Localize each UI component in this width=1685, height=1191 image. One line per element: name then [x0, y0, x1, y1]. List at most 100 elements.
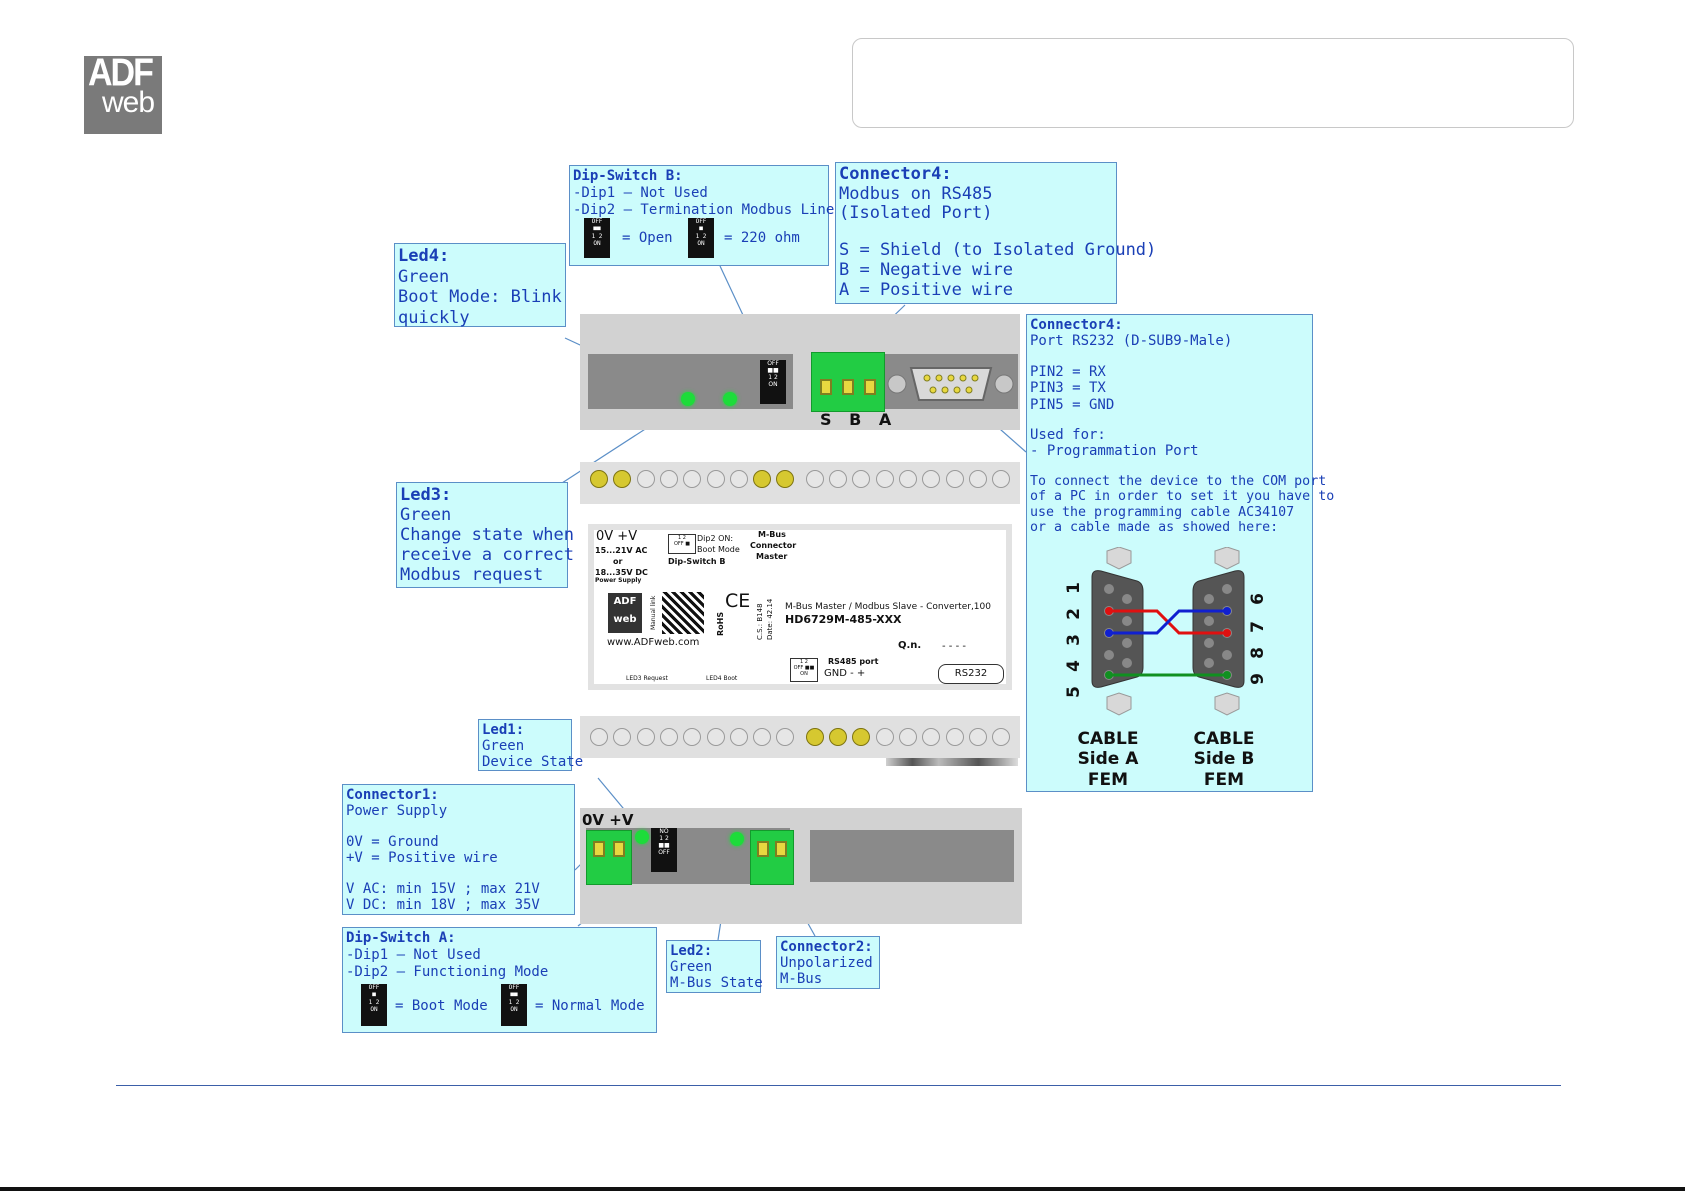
callout-connector2: Connector2: Unpolarized M-Bus [776, 936, 880, 989]
logo-text-web: web [102, 86, 155, 119]
label-model: HD6729M-485-XXX [785, 613, 902, 626]
connector2-mbus-terminal[interactable] [750, 830, 794, 885]
cable-side-a-line: FEM [1087, 769, 1129, 790]
callout-conn2-line: Unpolarized [780, 955, 873, 972]
callout-conn4b-line: PIN5 = GND [1030, 396, 1115, 413]
label-power: 0V +V [596, 529, 638, 544]
screw-plusv [613, 841, 625, 857]
callout-conn1-line: V DC: min 18V ; max 35V [346, 896, 540, 913]
vent-dot [613, 470, 632, 488]
vent-dot [922, 728, 941, 746]
label-rohs: RoHS [716, 611, 725, 636]
vent-dot [898, 470, 917, 488]
vent-dot [852, 470, 871, 488]
callout-connector4-rs485: Connector4: Modbus on RS485 (Isolated Po… [835, 162, 1156, 304]
callout-conn1-line: V AC: min 15V ; max 21V [346, 880, 540, 897]
callout-led4-title: Led4: [398, 246, 450, 266]
screw-b [842, 379, 854, 395]
label-led3: LED3 Request [626, 675, 668, 682]
pin-label-8: 8 [1247, 647, 1268, 659]
callout-conn1-line [346, 867, 571, 881]
callout-conn2-title: Connector2: [780, 939, 873, 955]
vent-dot [590, 470, 608, 488]
callout-conn4a-title: Connector4: [839, 164, 952, 184]
header-panel [852, 38, 1574, 128]
callout-conn4b-line: or a cable made as showed here: [1030, 520, 1279, 536]
vent-dot [968, 470, 987, 488]
callout-led4-line: Green [398, 266, 450, 287]
cable-side-a-line: CABLE [1077, 729, 1139, 749]
label-ce: CE [725, 590, 751, 612]
pin-label-1: 1 [1063, 582, 1084, 594]
label-dip2: Dip2 ON: [697, 534, 734, 543]
label-or: or [613, 557, 623, 566]
callout-conn1-line: +V = Positive wire [346, 850, 498, 867]
screw-mbus1 [757, 841, 769, 857]
connector4-rs485-terminal[interactable] [811, 352, 885, 412]
vent-dot [945, 728, 964, 746]
callout-dip-switch-a: Dip-Switch A: -Dip1 – Not Used -Dip2 – F… [342, 927, 657, 1033]
label-rs485-pins: GND - + [824, 668, 866, 679]
label-rs485: RS485 port [828, 657, 879, 666]
callout-conn4a-line: Modbus on RS485 [839, 183, 993, 204]
dsub-shell-b [1192, 570, 1245, 688]
callout-conn4a-line: A = Positive wire [839, 279, 1013, 300]
vent-dot [590, 728, 608, 746]
terminal-label-sba: S B A [820, 410, 898, 429]
callout-dipa-boot: = Boot Mode [395, 998, 488, 1014]
label-connector: Connector [750, 541, 797, 550]
vent-dot [992, 470, 1011, 488]
callout-conn1-line: Power Supply [346, 803, 448, 820]
callout-led3-line: Change state when [400, 525, 574, 546]
vent-dot [683, 470, 702, 488]
vent-dot [968, 728, 987, 746]
label-ps: Power Supply [595, 577, 642, 584]
pin-label-9: 9 [1247, 673, 1268, 685]
callout-led4-line: quickly [398, 308, 470, 329]
callout-conn4b-line [1030, 460, 1309, 474]
label-qn: Q.n. [898, 640, 922, 651]
vent-dot [945, 470, 964, 488]
callout-led2-line: M-Bus State [670, 975, 763, 992]
label-date: Date: 42.14 [766, 598, 774, 640]
pin-label-5: 5 [1063, 686, 1084, 698]
connector1-power-terminal[interactable] [586, 830, 632, 885]
vent-dot [805, 470, 824, 488]
screw-a [864, 379, 876, 395]
rs232-cable-diagram [1091, 547, 1245, 716]
vent-dot [776, 728, 795, 746]
vent-dot [829, 470, 847, 488]
vent-dot [992, 728, 1011, 746]
screw-hex-b-top [1214, 547, 1240, 570]
pin-label-7: 7 [1247, 621, 1268, 633]
led2-indicator [730, 832, 744, 846]
label-dipswb: Dip-Switch B [668, 557, 726, 566]
callout-dipa-line: -Dip1 – Not Used [346, 947, 481, 964]
cable-side-a-line: Side A [1077, 749, 1139, 770]
vent-dot [659, 470, 678, 488]
dsub-shell-a [1091, 570, 1144, 688]
pin-label-6: 6 [1247, 593, 1268, 605]
callout-conn4b-line: - Programmation Port [1030, 443, 1199, 460]
callout-led3: Led3: Green Change state when receive a … [396, 482, 574, 588]
callout-conn1-title: Connector1: [346, 787, 439, 803]
callout-led3-line: Green [400, 505, 452, 526]
rs232-dsub9-connector[interactable] [883, 362, 1018, 406]
vent-dot [875, 728, 894, 746]
screw-hex-a-bottom [1106, 692, 1132, 716]
cable-side-b-line: CABLE [1193, 729, 1255, 749]
callout-led2-title: Led2: [670, 943, 713, 959]
callout-conn4b-line: of a PC in order to set it you have to [1030, 489, 1335, 505]
callout-conn2-line: M-Bus [780, 971, 823, 988]
footer-rule [116, 1085, 1561, 1086]
label-mbus: M-Bus [758, 530, 786, 539]
vent-dot [829, 728, 847, 746]
pin-label-2: 2 [1063, 608, 1084, 620]
callout-dipb-title: Dip-Switch B: [573, 168, 683, 184]
vent-dot [805, 728, 824, 746]
